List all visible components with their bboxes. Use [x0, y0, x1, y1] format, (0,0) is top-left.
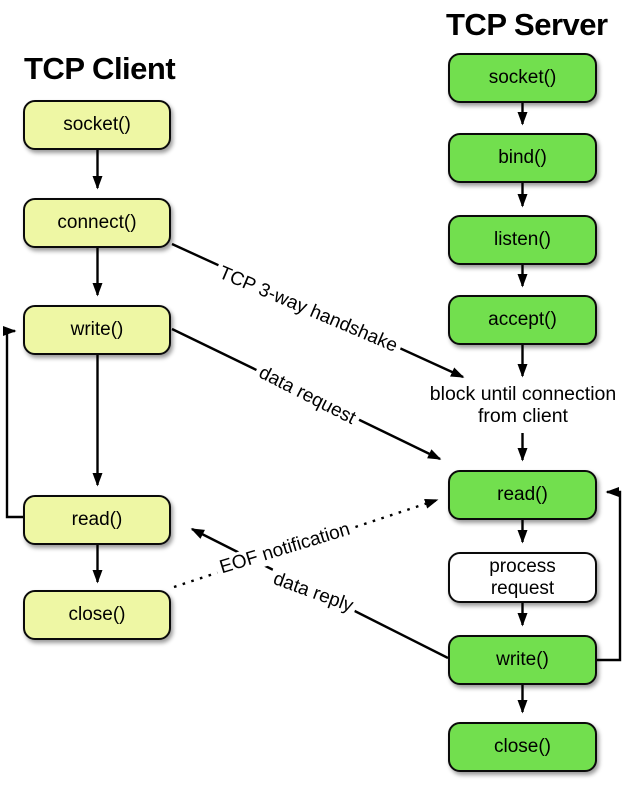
- client-node-socket: socket(): [23, 100, 171, 150]
- server-node-bind: bind(): [448, 133, 597, 183]
- block-until-connection-note: block until connection from client: [413, 383, 630, 427]
- server-node-accept: accept(): [448, 295, 597, 345]
- server-column-title: TCP Server: [446, 7, 608, 42]
- block-note-line2: from client: [478, 405, 568, 427]
- server-node-read: read(): [448, 470, 597, 520]
- server-node-write: write(): [448, 635, 597, 685]
- client-node-connect: connect(): [23, 198, 171, 248]
- process-request-label: process request: [489, 555, 556, 599]
- server-node-socket: socket(): [448, 53, 597, 103]
- client-column-title: TCP Client: [24, 51, 176, 86]
- client-node-read: read(): [23, 495, 171, 545]
- server-node-close: close(): [448, 722, 597, 772]
- arrow-client-read-write-loop: [3, 326, 23, 519]
- client-node-close: close(): [23, 590, 171, 640]
- client-node-write: write(): [23, 305, 171, 355]
- server-node-process-request: process request: [448, 552, 597, 603]
- arrow-server-write-read-loop: [597, 487, 622, 662]
- server-node-listen: listen(): [448, 215, 597, 265]
- block-note-line1: block until connection: [429, 383, 617, 405]
